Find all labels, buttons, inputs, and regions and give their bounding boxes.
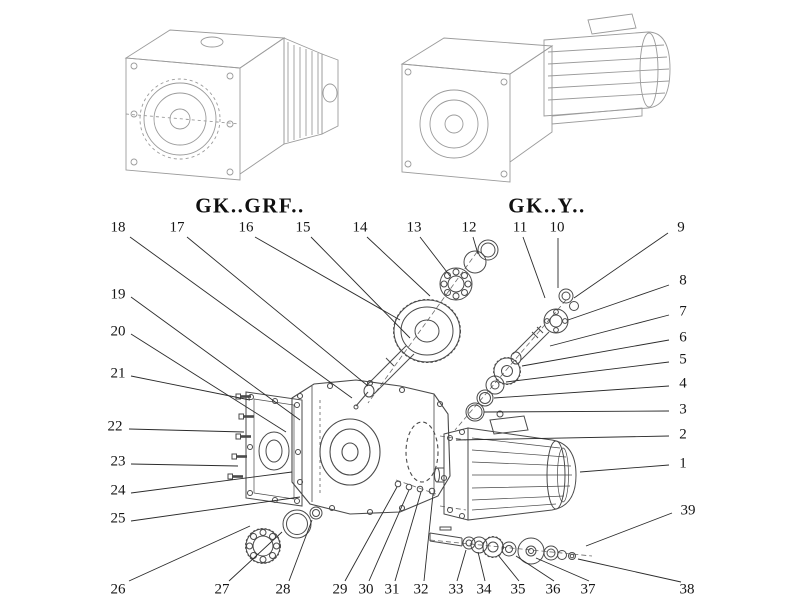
callout-23: 23 xyxy=(110,453,126,470)
callout-2: 2 xyxy=(679,426,687,443)
callout-19: 19 xyxy=(110,286,126,303)
bearing xyxy=(543,308,569,334)
seal-ring xyxy=(477,239,499,261)
mounting-flange-plate xyxy=(245,391,303,507)
variant-title-grf: GK..GRF.. xyxy=(195,193,305,218)
flange-fasteners xyxy=(394,480,436,495)
motor-body-ghost xyxy=(543,31,671,117)
leader-lines xyxy=(128,232,682,583)
callout-31: 31 xyxy=(384,581,400,598)
callout-3: 3 xyxy=(679,401,687,418)
callout-14: 14 xyxy=(352,219,368,236)
callout-17: 17 xyxy=(169,219,185,236)
callout-20: 20 xyxy=(110,323,126,340)
gearbox-housing xyxy=(291,379,451,516)
callout-27: 27 xyxy=(214,581,230,598)
pinion-shaft xyxy=(512,325,542,355)
callout-26: 26 xyxy=(110,581,126,598)
callout-29: 29 xyxy=(332,581,348,598)
callout-36: 36 xyxy=(545,581,561,598)
callout-30: 30 xyxy=(358,581,374,598)
callout-18: 18 xyxy=(110,219,126,236)
input-gear-assembly xyxy=(353,239,499,410)
gear xyxy=(493,357,521,385)
pinion-assembly xyxy=(465,288,579,422)
callout-35: 35 xyxy=(510,581,526,598)
callout-13: 13 xyxy=(406,219,422,236)
shaft-key xyxy=(439,526,452,531)
callout-7: 7 xyxy=(679,303,687,320)
bolt-set xyxy=(227,393,254,480)
callout-1: 1 xyxy=(679,455,687,472)
input-shaft xyxy=(365,345,407,387)
motor-terminal-box xyxy=(489,415,529,435)
callout-10: 10 xyxy=(549,219,565,236)
output-bearing-rings xyxy=(245,506,323,564)
callout-22: 22 xyxy=(107,418,123,435)
callout-4: 4 xyxy=(679,375,687,392)
bearing xyxy=(439,267,473,301)
callout-9: 9 xyxy=(677,219,685,236)
variant-title-y: GK..Y.. xyxy=(508,193,586,218)
output-shaft-assembly xyxy=(429,526,576,565)
callout-38: 38 xyxy=(679,581,695,598)
electric-motor xyxy=(434,410,577,521)
callout-25: 25 xyxy=(110,510,126,527)
callout-34: 34 xyxy=(476,581,492,598)
callout-8: 8 xyxy=(679,272,687,289)
exploded-view xyxy=(227,239,593,565)
figure-gk-grf-drawing xyxy=(124,29,339,181)
callout-15: 15 xyxy=(295,219,311,236)
callout-12: 12 xyxy=(461,219,477,236)
callout-32: 32 xyxy=(413,581,429,598)
callout-33: 33 xyxy=(448,581,464,598)
callout-16: 16 xyxy=(238,219,254,236)
callout-6: 6 xyxy=(679,329,687,346)
lifting-eye xyxy=(496,410,504,418)
callout-11: 11 xyxy=(512,219,528,236)
retaining-ring xyxy=(463,250,487,274)
callout-5: 5 xyxy=(679,351,687,368)
callout-39: 39 xyxy=(680,502,696,519)
callout-37: 37 xyxy=(580,581,596,598)
callout-28: 28 xyxy=(275,581,291,598)
motor-flange xyxy=(443,427,469,521)
callout-24: 24 xyxy=(110,482,126,499)
figure-gk-y-drawing xyxy=(400,13,671,183)
callout-21: 21 xyxy=(110,365,126,382)
